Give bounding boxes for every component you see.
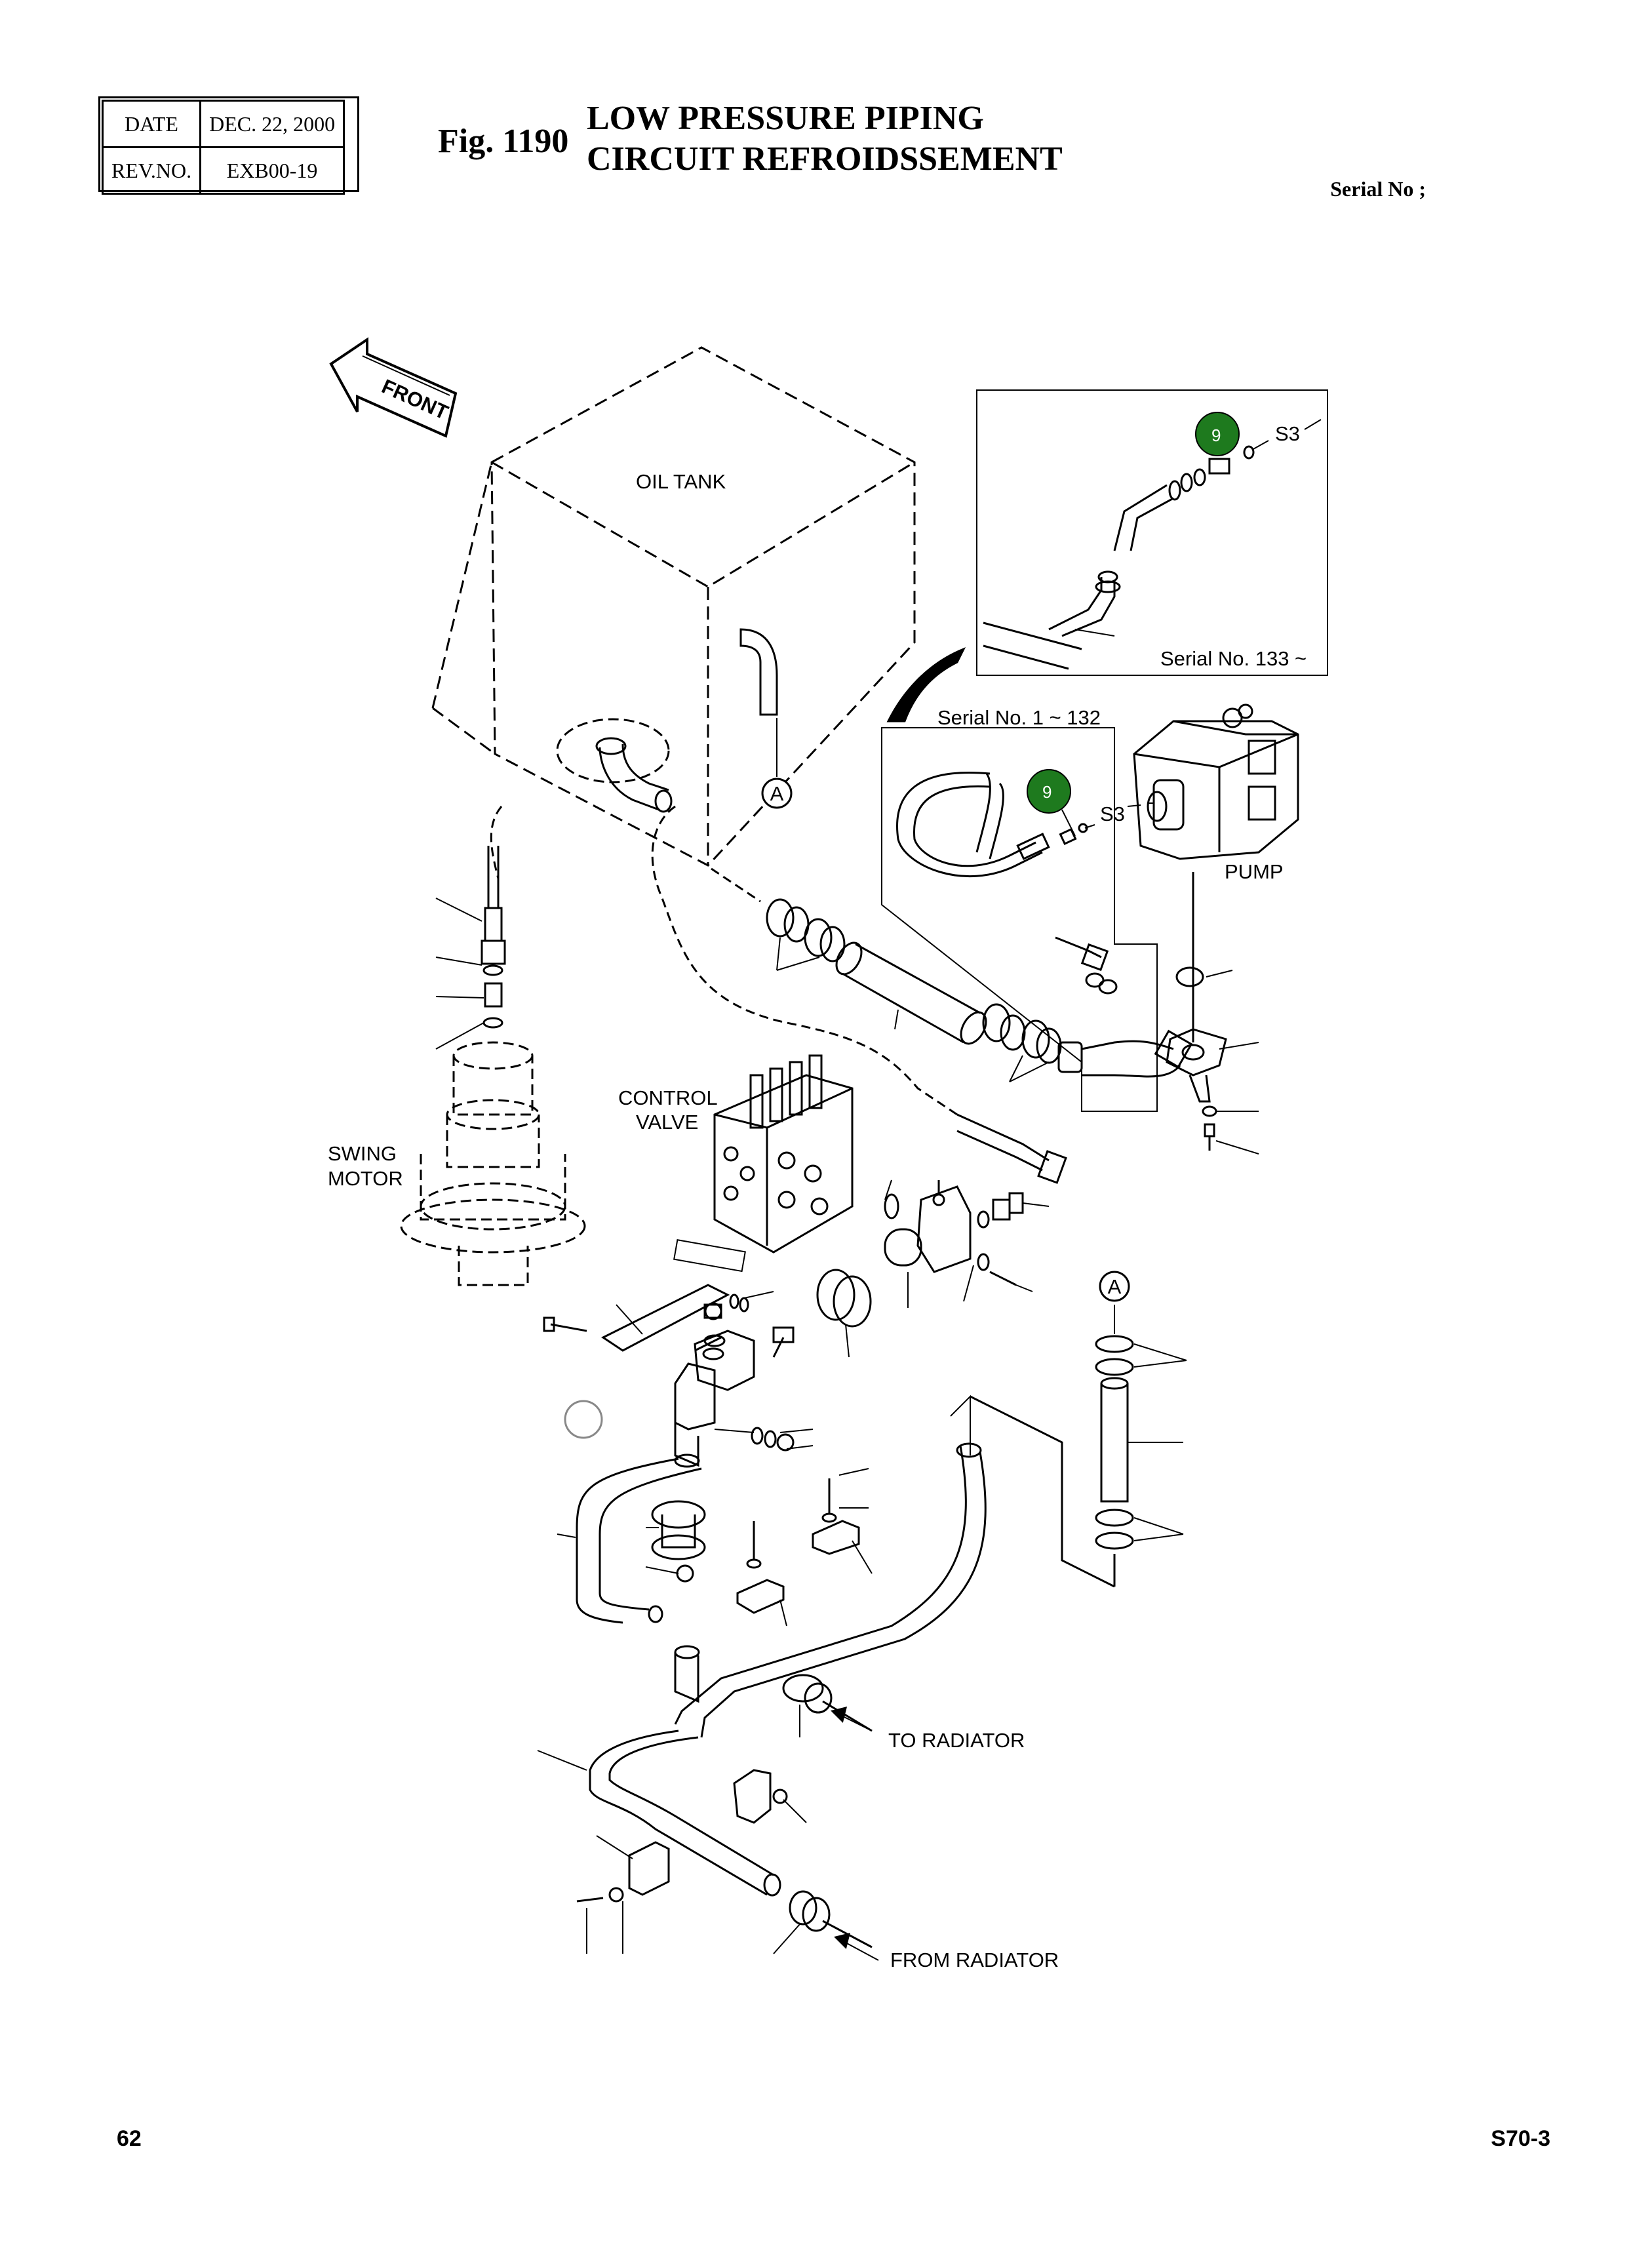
- swing-motor-hose: [435, 846, 506, 1050]
- return-line-dashed: [651, 805, 958, 1116]
- bracket-assembly: [543, 1239, 795, 1358]
- figure-title: LOW PRESSURE PIPING CIRCUIT REFROIDSSEME…: [587, 98, 1063, 180]
- date-value: DEC. 22, 2000: [199, 100, 345, 148]
- figure-number: Fig. 1190: [438, 123, 569, 160]
- model-code: S70-3: [1491, 2126, 1550, 2151]
- ref-a-lower: A: [1099, 1271, 1130, 1302]
- front-label: FRONT: [378, 374, 452, 424]
- detail-arrow: [886, 647, 966, 722]
- to-radiator-arrowhead: [831, 1706, 848, 1723]
- mount-bolts: [751, 1427, 814, 1452]
- suction-hose: [711, 867, 1193, 1082]
- inset-serial-133: [976, 389, 1328, 676]
- rev-label: REV.NO.: [101, 146, 202, 195]
- revision-table: DATE DEC. 22, 2000 REV.NO. EXB00-19: [101, 100, 345, 195]
- callout-9-lower: 9: [1027, 769, 1071, 814]
- serial-range-1-label: Serial No. 1 ~ 132: [937, 706, 1101, 729]
- title-line-2: CIRCUIT REFROIDSSEMENT: [587, 140, 1063, 178]
- inset-serial-1-132: [881, 727, 1158, 1112]
- pump-flange: [1166, 872, 1259, 1155]
- from-radiator-arrowhead: [834, 1932, 851, 1949]
- s3-lower-label: S3: [1100, 802, 1125, 825]
- serial-range-2-label: Serial No. 133 ~: [1160, 647, 1307, 670]
- bushings: [576, 1468, 873, 1954]
- swing-motor: [400, 1041, 586, 1286]
- tank-suction-pipe: [556, 628, 778, 813]
- ref-a-upper: A: [761, 778, 793, 809]
- control-valve-label-1: CONTROL: [618, 1086, 718, 1109]
- valve-fittings: [884, 1113, 1067, 1308]
- rev-value: EXB00-19: [199, 146, 345, 195]
- title-line-1: LOW PRESSURE PIPING: [587, 100, 984, 137]
- callout-9-upper: 9: [1195, 412, 1240, 456]
- callout-9-lower-text: 9: [1042, 782, 1052, 802]
- hose-a-assembly: [970, 1305, 1187, 1588]
- ref-a-lower-text: A: [1108, 1275, 1122, 1298]
- callout-9-upper-text: 9: [1211, 425, 1221, 445]
- front-arrow: [329, 337, 458, 438]
- cooler-pipe: [537, 1394, 987, 1897]
- drain-line-dashed: [490, 806, 503, 879]
- control-valve: [713, 1054, 854, 1254]
- from-radiator-label: FROM RADIATOR: [890, 1948, 1059, 1971]
- oil-tank: [431, 346, 916, 867]
- swing-motor-label-2: MOTOR: [328, 1167, 403, 1190]
- tee-fitting: [564, 1330, 755, 1468]
- pump: [1127, 703, 1299, 860]
- oil-tank-label: OIL TANK: [636, 470, 726, 493]
- control-valve-label-2: VALVE: [636, 1111, 698, 1134]
- page-number: 62: [117, 2126, 142, 2151]
- coupling-hose: [816, 1269, 872, 1358]
- serial-label: Serial No ;: [1330, 177, 1426, 201]
- ref-a-upper-text: A: [770, 782, 784, 805]
- date-label: DATE: [101, 100, 202, 148]
- swing-motor-label-1: SWING: [328, 1142, 397, 1165]
- pump-label: PUMP: [1225, 860, 1284, 883]
- to-radiator-label: TO RADIATOR: [888, 1729, 1025, 1752]
- s3-upper-label: S3: [1275, 422, 1300, 445]
